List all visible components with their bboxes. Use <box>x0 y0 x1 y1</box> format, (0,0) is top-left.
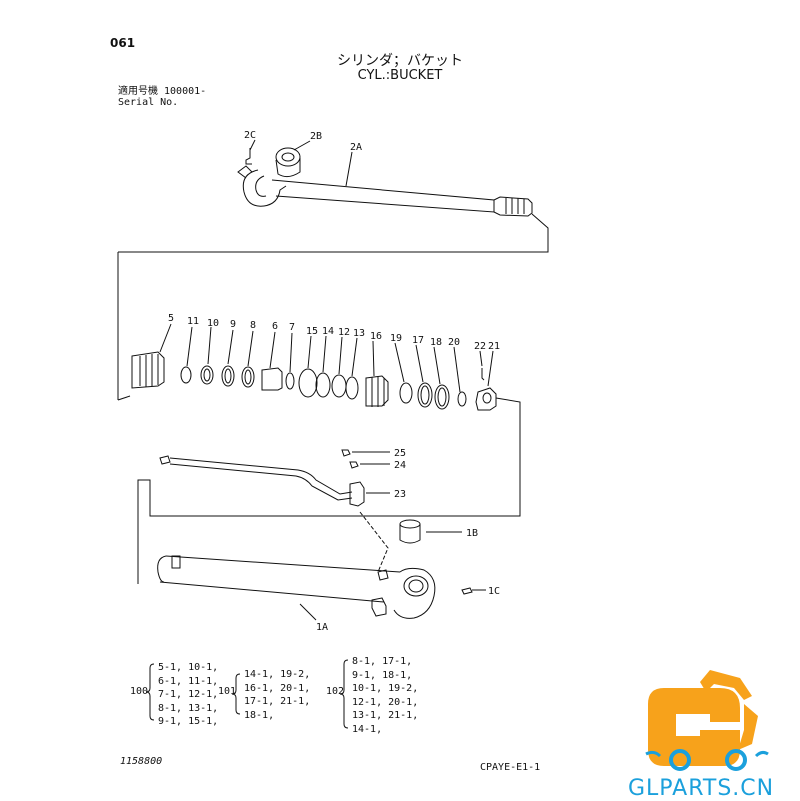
kit-item: 9-1, 15-1, <box>158 716 219 727</box>
kit-item: 14-1, <box>352 723 383 735</box>
callout-2a: 2A <box>350 142 362 153</box>
title-english: CYL.:BUCKET <box>357 68 443 83</box>
ring-8 <box>241 366 255 388</box>
callout-19: 19 <box>390 333 402 344</box>
kit-item: 16-1, 20-1, <box>244 682 311 694</box>
serial-line-1: 適用号機 100001- <box>118 86 207 97</box>
bolt-25 <box>341 449 351 457</box>
bushing-1b <box>399 519 421 544</box>
kit-100-label: 100 <box>130 686 149 697</box>
bushing-6 <box>261 367 283 391</box>
callout-1b: 1B <box>466 528 478 539</box>
nut-21 <box>475 387 497 411</box>
kit-item: 18-1, <box>244 709 275 721</box>
callout-15: 15 <box>306 326 318 337</box>
kit-101-label: 101 <box>218 686 237 697</box>
kit-item: 17-1, 21-1, <box>244 696 311 707</box>
kit-item: 9-1, 18-1, <box>352 669 413 681</box>
callout-20: 20 <box>448 337 460 348</box>
ring-13 <box>345 376 359 400</box>
kit-item: 5-1, 10-1, <box>158 662 219 673</box>
callout-23: 23 <box>394 489 406 500</box>
kit-100-items: 5-1, 10-1, 6-1, 11-1, 7-1, 12-1, 8-1, 13… <box>158 661 218 729</box>
pin-2c <box>245 148 252 165</box>
kit-item: 12-1, 20-1, <box>352 696 419 708</box>
ring-11 <box>180 366 192 384</box>
callout-13: 13 <box>353 328 365 339</box>
kit-item: 8-1, 13-1, <box>158 702 219 714</box>
washer-24 <box>349 461 359 469</box>
callout-25: 25 <box>394 448 406 459</box>
callout-24: 24 <box>394 460 406 471</box>
ring-9 <box>221 365 235 387</box>
callout-17: 17 <box>412 335 424 346</box>
kit-102-items: 8-1, 17-1, 9-1, 18-1, 10-1, 19-2, 12-1, … <box>352 655 418 736</box>
callout-1c: 1C <box>488 586 500 597</box>
page-number: 061 <box>110 36 136 50</box>
logo-text: GLPARTS.CN <box>628 776 775 801</box>
ring-12 <box>331 374 347 398</box>
serial-line-2: Serial No. <box>118 97 179 108</box>
ring-7 <box>285 372 295 390</box>
footer-left-code: 1158800 <box>120 756 163 767</box>
kit-101-items: 14-1, 19-2, 16-1, 20-1, 17-1, 21-1, 18-1… <box>244 668 310 722</box>
title-japanese: シリンダ；バケット <box>337 53 463 69</box>
callout-2c: 2C <box>244 130 256 141</box>
ring-14 <box>315 372 331 398</box>
kit-item: 10-1, 19-2, <box>352 683 419 694</box>
screw-22 <box>481 368 485 381</box>
callout-2b: 2B <box>310 131 322 142</box>
ring-15 <box>298 368 318 398</box>
callout-5: 5 <box>168 313 174 324</box>
kit-item: 7-1, 12-1, <box>158 689 219 700</box>
callout-21: 21 <box>488 341 500 352</box>
ring-18 <box>434 384 450 410</box>
callout-22: 22 <box>474 341 486 352</box>
callout-11: 11 <box>187 316 199 327</box>
piston-16 <box>365 375 389 407</box>
kit-item: 6-1, 11-1, <box>158 675 219 687</box>
callout-16: 16 <box>370 331 382 342</box>
kit-item: 14-1, 19-2, <box>244 669 311 680</box>
kit-item: 13-1, 21-1, <box>352 710 419 721</box>
callout-18: 18 <box>430 337 442 348</box>
ring-20 <box>457 391 467 407</box>
bushing-2b <box>275 147 301 178</box>
cylinder-tube-1a <box>157 555 436 619</box>
kit-item: 8-1, 17-1, <box>352 656 413 667</box>
callout-10: 10 <box>207 318 219 329</box>
gland-5 <box>131 351 165 389</box>
callout-7: 7 <box>289 322 295 333</box>
callout-6: 6 <box>272 321 278 332</box>
ring-17 <box>417 382 433 408</box>
callout-1a: 1A <box>316 622 328 633</box>
rod-2a <box>237 165 533 217</box>
fitting-1c <box>461 587 473 595</box>
kit-102-label: 102 <box>326 686 345 697</box>
callout-12: 12 <box>338 327 350 338</box>
callout-14: 14 <box>322 326 334 337</box>
ring-19 <box>399 382 413 404</box>
serial-info: 適用号機 100001- Serial No. <box>118 86 206 108</box>
footer-right-code: CPAYE-E1-1 <box>480 762 541 773</box>
callout-8: 8 <box>250 320 256 331</box>
ring-10 <box>200 365 214 385</box>
pipe-23 <box>159 455 365 507</box>
glparts-logo-icon <box>645 670 769 771</box>
callout-9: 9 <box>230 319 236 330</box>
